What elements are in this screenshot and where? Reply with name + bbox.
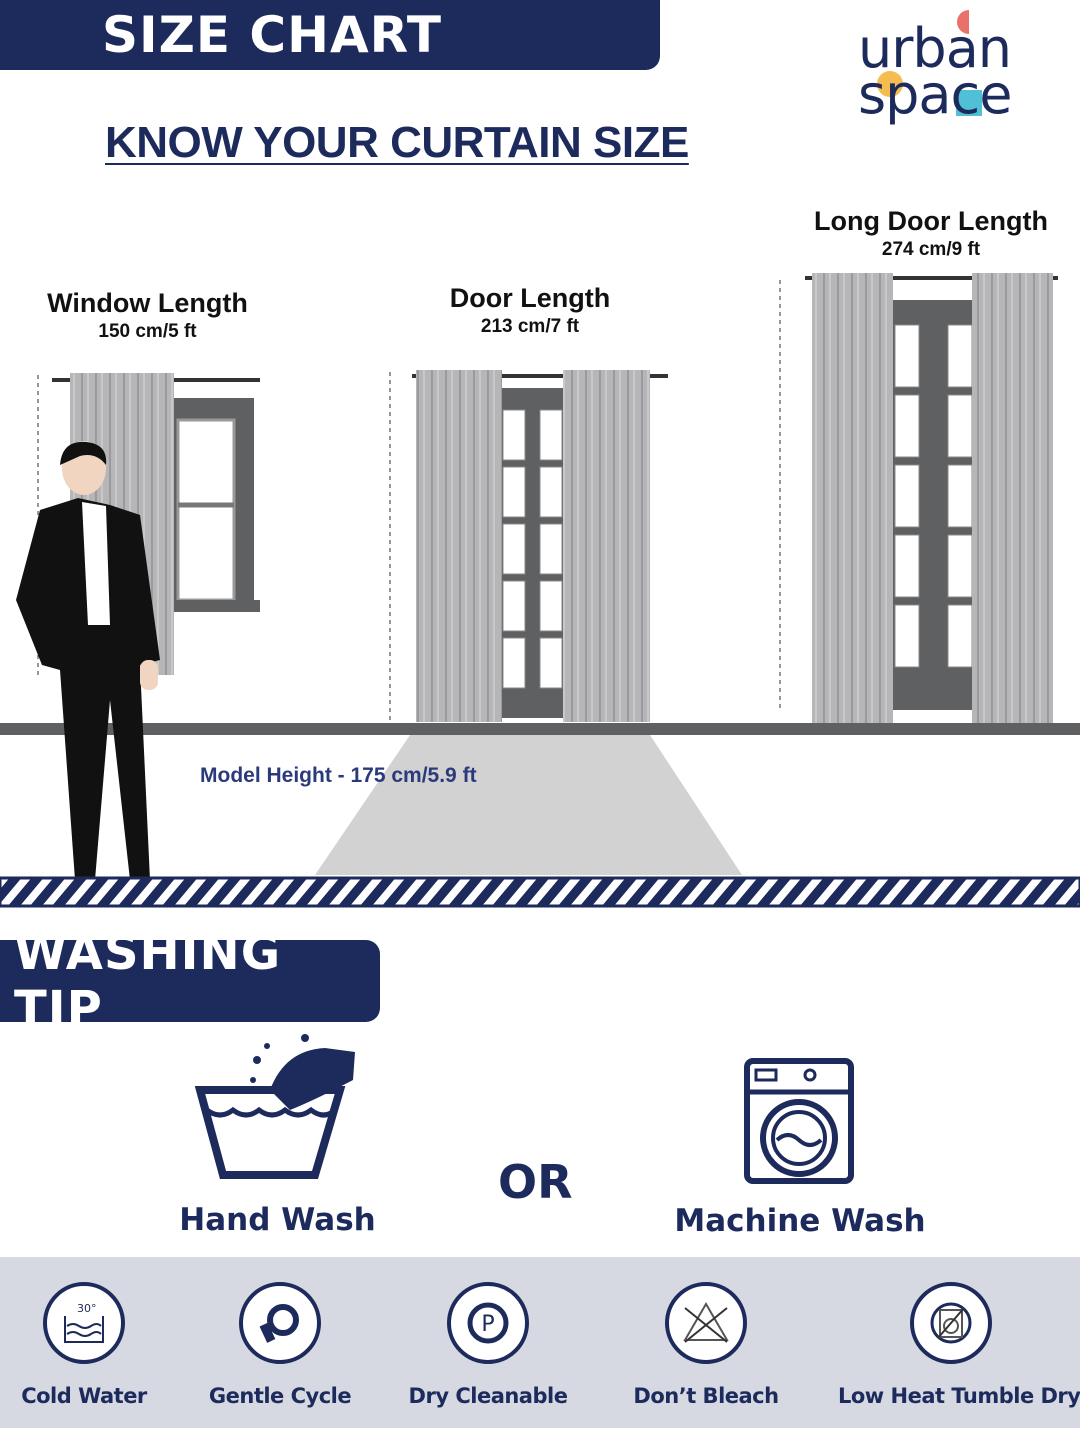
floor-line: [0, 723, 1080, 735]
care-label: Dry Cleanable: [408, 1384, 568, 1408]
care-item-dry-cleanable: P Dry Cleanable: [388, 1282, 588, 1408]
model-man-figure: [16, 441, 160, 880]
page-subtitle: KNOW YOUR CURTAIN SIZE: [105, 118, 689, 167]
window-icon: [165, 398, 260, 612]
rug: [315, 735, 742, 875]
dry-clean-p-icon: P: [447, 1282, 529, 1364]
care-label: Gentle Cycle: [208, 1384, 352, 1408]
care-item-cold-water: 30° Cold Water: [0, 1282, 184, 1408]
window-length-label: Window Length 150 cm/5 ft: [30, 288, 265, 343]
svg-text:P: P: [481, 1312, 494, 1337]
care-label: Low Heat Tumble Dry: [838, 1384, 1080, 1408]
door-curtain-right: [563, 370, 650, 722]
door-curtain-left: [416, 370, 502, 722]
care-label: Cold Water: [21, 1384, 147, 1408]
urban-space-logo: urban space: [858, 8, 1012, 126]
model-height-text: Model Height - 175 cm/5.9 ft: [200, 764, 477, 787]
machine-wash-label: Machine Wash: [674, 1203, 926, 1239]
washing-tip-banner: WASHING TIP: [0, 925, 380, 1037]
care-instructions-band: [0, 1257, 1080, 1428]
hand-wash-label: Hand Wash: [179, 1202, 376, 1238]
hand-wash-icon: [195, 1034, 355, 1179]
size-value: 213 cm/7 ft: [480, 316, 580, 337]
size-value: 274 cm/9 ft: [881, 239, 981, 260]
care-item-gentle-cycle: Gentle Cycle: [180, 1282, 380, 1408]
logo-line2: space: [858, 63, 1012, 126]
long-door-icon: [890, 300, 974, 710]
tumble-dry-icon: [910, 1282, 992, 1364]
no-bleach-icon: [665, 1282, 747, 1364]
striped-divider: [0, 876, 1080, 908]
gentle-cycle-icon: [239, 1282, 321, 1364]
banner-title: SIZE CHART: [102, 6, 443, 64]
size-title: Long Door Length: [814, 206, 1048, 236]
size-title: Door Length: [449, 283, 611, 313]
size-chart-banner: SIZE CHART: [0, 0, 660, 70]
logo-dot-icon: [957, 10, 969, 34]
machine-wash-icon: [744, 1058, 854, 1184]
cold-water-30-icon: 30°: [43, 1282, 125, 1364]
door-length-label: Door Length 213 cm/7 ft: [420, 283, 640, 338]
washing-title: WASHING TIP: [14, 925, 282, 1037]
care-label: Don’t Bleach: [633, 1384, 779, 1408]
svg-text:30°: 30°: [77, 1302, 97, 1315]
door-icon: [498, 388, 566, 718]
care-item-dont-bleach: Don’t Bleach: [606, 1282, 806, 1408]
size-value: 150 cm/5 ft: [98, 321, 197, 342]
long-door-length-label: Long Door Length 274 cm/9 ft: [800, 206, 1062, 261]
long-door-curtain-left: [812, 273, 893, 723]
curtain-scene-illustration: [0, 273, 1080, 908]
or-text: OR: [498, 1155, 573, 1209]
care-item-low-heat-tumble-dry: Low Heat Tumble Dry: [838, 1282, 1080, 1408]
long-door-curtain-right: [972, 273, 1053, 723]
logo-shapes-icon: [877, 71, 982, 116]
size-title: Window Length: [47, 288, 248, 318]
logo-line1: urban: [858, 17, 1012, 80]
